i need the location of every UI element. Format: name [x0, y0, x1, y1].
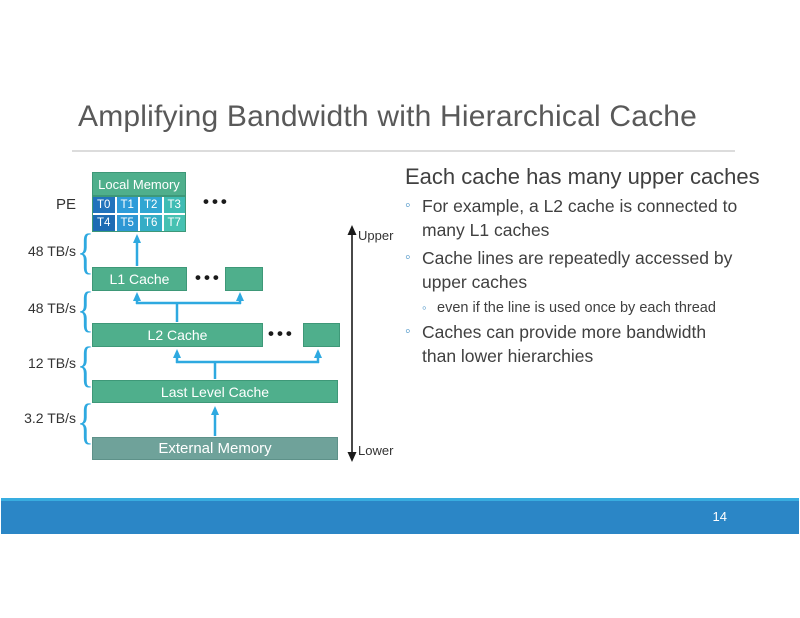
last-level-cache-box: Last Level Cache: [92, 380, 338, 403]
bullet-line: upper caches: [422, 272, 528, 292]
bullet-item: ◦ Cache lines are repeatedly accessed by…: [405, 246, 795, 294]
bullet-item: ◦ Caches can provide more bandwidth than…: [405, 320, 795, 368]
axis-upper-label: Upper: [358, 228, 394, 243]
bullet-item: ◦ For example, a L2 cache is connected t…: [405, 194, 795, 242]
pe-label: PE: [56, 196, 77, 213]
bullet-icon: ◦: [405, 323, 411, 340]
bandwidth-label: 3.2 TB/s: [24, 410, 76, 426]
l1-cache-extra-box: [225, 267, 263, 291]
slide-title: Amplifying Bandwidth with Hierarchical C…: [78, 100, 698, 133]
thread-cell: T3: [163, 197, 185, 213]
thread-cell: T5: [116, 215, 138, 231]
brace-icon: {: [77, 281, 94, 337]
thread-cell: T7: [163, 215, 185, 231]
footer-bar: 14: [1, 498, 799, 534]
bullet-line: Caches can provide more bandwidth: [422, 322, 707, 342]
brace-icon: {: [77, 223, 94, 279]
bullet-line: than lower hierarchies: [422, 346, 594, 366]
page-number: 14: [712, 509, 727, 524]
bandwidth-label: 48 TB/s: [28, 300, 76, 316]
content-heading: Each cache has many upper caches: [405, 164, 760, 189]
bullet-line: Cache lines are repeatedly accessed by: [422, 248, 733, 268]
ellipsis-icon: •••: [268, 324, 295, 343]
bullet-icon: ◦: [405, 249, 411, 266]
ellipsis-icon: •••: [195, 268, 222, 287]
ellipsis-icon: •••: [203, 192, 230, 211]
local-memory-box: Local Memory: [92, 172, 186, 196]
l1-cache-box: L1 Cache: [92, 267, 187, 291]
thread-cell: T0: [93, 197, 115, 213]
bullet-line: For example, a L2 cache is connected to: [422, 196, 738, 216]
axis-lower-label: Lower: [358, 443, 394, 458]
external-memory-box: External Memory: [92, 437, 338, 460]
l2-cache-extra-box: [303, 323, 340, 347]
bandwidth-label: 48 TB/s: [28, 243, 76, 259]
bullet-line: many L1 caches: [422, 220, 550, 240]
bullet-icon: ◦: [422, 300, 427, 315]
bullet-list: ◦ For example, a L2 cache is connected t…: [405, 194, 795, 372]
bandwidth-label: 12 TB/s: [28, 355, 76, 371]
brace-icon: {: [77, 336, 94, 392]
title-divider: [72, 150, 735, 152]
thread-cell: T6: [140, 215, 162, 231]
l2-cache-box: L2 Cache: [92, 323, 263, 347]
bullet-icon: ◦: [405, 197, 411, 214]
brace-icon: {: [77, 393, 94, 449]
thread-cell: T1: [116, 197, 138, 213]
thread-cell: T4: [93, 215, 115, 231]
thread-grid: T0 T1 T2 T3 T4 T5 T6 T7: [92, 196, 186, 232]
bullet-line: even if the line is used once by each th…: [437, 300, 716, 316]
thread-cell: T2: [140, 197, 162, 213]
bullet-sub-item: ◦ even if the line is used once by each …: [422, 298, 795, 318]
